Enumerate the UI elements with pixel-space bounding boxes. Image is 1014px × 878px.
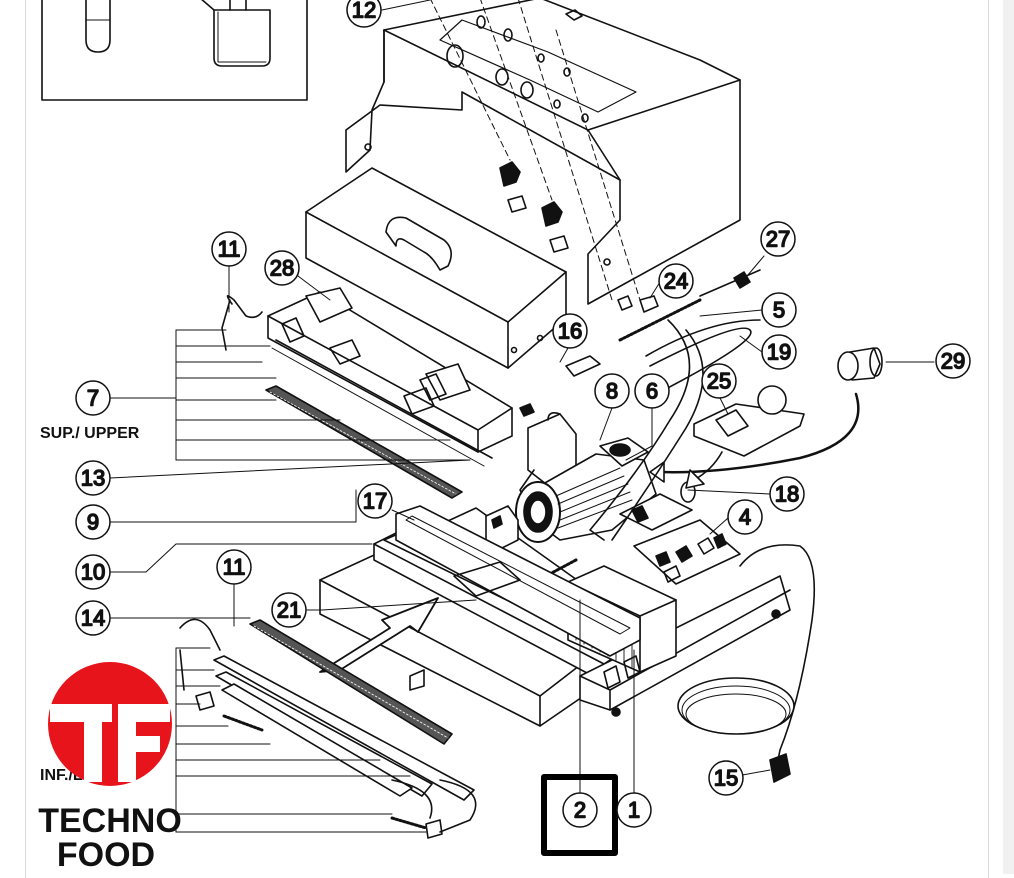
svg-text:14: 14 <box>81 606 105 631</box>
callout-17[interactable]: 17 <box>357 483 393 519</box>
callout-4[interactable]: 4 <box>727 499 763 535</box>
top-cover-box <box>305 167 567 369</box>
svg-text:12: 12 <box>352 0 376 23</box>
callout-13[interactable]: 13 <box>75 460 111 496</box>
svg-text:24: 24 <box>664 269 688 294</box>
svg-text:2: 2 <box>574 798 586 823</box>
svg-text:17: 17 <box>363 489 387 514</box>
svg-text:16: 16 <box>558 319 582 344</box>
callout-27[interactable]: 27 <box>760 221 796 257</box>
callout-7[interactable]: 7 <box>75 380 111 416</box>
lid-hood <box>345 0 741 313</box>
callout-5[interactable]: 5 <box>761 292 797 328</box>
callout-1[interactable]: 1 <box>616 792 652 828</box>
technofood-logo: TECHNO FOOD <box>38 662 182 874</box>
svg-text:19: 19 <box>767 340 791 365</box>
callout-10[interactable]: 10 <box>75 554 111 590</box>
callout-2[interactable]: 2 <box>562 792 598 828</box>
page-border <box>25 0 989 878</box>
scrollbar-track[interactable] <box>1003 0 1014 874</box>
svg-text:25: 25 <box>707 369 731 394</box>
svg-text:7: 7 <box>87 386 99 411</box>
callout-29[interactable]: 29 <box>935 343 971 379</box>
callout-18[interactable]: 18 <box>769 476 805 512</box>
svg-text:11: 11 <box>218 237 241 262</box>
svg-text:1: 1 <box>628 798 640 823</box>
svg-text:10: 10 <box>81 560 105 585</box>
callout-21[interactable]: 21 <box>271 592 307 628</box>
callout-14[interactable]: 14 <box>75 600 111 636</box>
svg-text:28: 28 <box>270 256 294 281</box>
electronics-and-hoses <box>544 269 883 783</box>
callout-24[interactable]: 24 <box>658 263 694 299</box>
sealing-frame <box>319 505 641 673</box>
svg-text:4: 4 <box>739 505 751 530</box>
callout-11-upper[interactable]: 11 <box>211 231 247 267</box>
svg-text:21: 21 <box>277 598 301 623</box>
callout-25[interactable]: 25 <box>701 363 737 399</box>
callout-6[interactable]: 6 <box>634 373 670 409</box>
callout-16[interactable]: 16 <box>552 313 588 349</box>
callout-19[interactable]: 19 <box>761 334 797 370</box>
callout-9[interactable]: 9 <box>75 504 111 540</box>
oil-bottles-inset <box>41 0 308 101</box>
svg-text:11: 11 <box>223 555 246 580</box>
svg-text:9: 9 <box>87 510 99 535</box>
highlight-box <box>541 774 618 856</box>
upper-sealing-bar <box>221 287 535 499</box>
svg-text:18: 18 <box>775 482 799 507</box>
callout-15[interactable]: 15 <box>708 760 744 796</box>
callout-28[interactable]: 28 <box>264 250 300 286</box>
logo-word-food: FOOD <box>57 836 155 874</box>
svg-text:6: 6 <box>646 379 658 404</box>
svg-text:8: 8 <box>606 379 618 404</box>
upper-leader-lines <box>109 329 471 461</box>
svg-text:15: 15 <box>714 766 738 791</box>
callout-8[interactable]: 8 <box>594 373 630 409</box>
logo-tf-monogram <box>50 704 170 782</box>
svg-text:29: 29 <box>941 349 965 374</box>
svg-text:5: 5 <box>773 298 785 323</box>
lower-leader-lines <box>175 647 427 833</box>
svg-text:27: 27 <box>766 227 790 252</box>
logo-red-disc <box>48 662 172 786</box>
upper-label: SUP./ UPPER <box>40 425 140 442</box>
callout-12[interactable]: 12 <box>346 0 382 28</box>
callout-11-lower[interactable]: 11 <box>216 549 252 585</box>
logo-word-techno: TECHNO <box>38 802 182 840</box>
lower-sealing-parts <box>179 618 477 839</box>
svg-text:13: 13 <box>81 466 105 491</box>
